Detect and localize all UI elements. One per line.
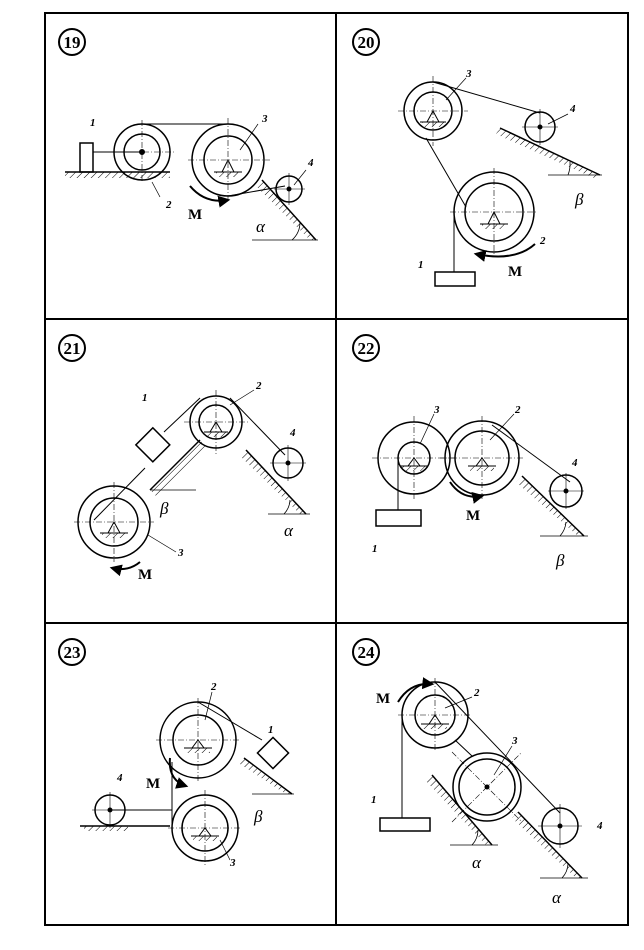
label-text: 1 xyxy=(418,259,424,271)
problem-number-badge xyxy=(58,28,86,56)
problem-number: 20 xyxy=(358,33,375,52)
wheel-2 xyxy=(450,168,538,256)
wheel-4 xyxy=(538,804,582,848)
block-1 xyxy=(375,509,422,527)
wheel-3 xyxy=(398,76,468,146)
wheel-4 xyxy=(92,792,128,828)
label-text: 3 xyxy=(229,857,236,869)
label-text: 1 xyxy=(142,392,148,404)
moment-arrow xyxy=(449,481,485,504)
moment-arrow xyxy=(473,243,536,262)
wheel-2 xyxy=(440,416,524,500)
label-text: 4 xyxy=(571,457,578,469)
block-1 xyxy=(134,426,171,463)
label-text: α xyxy=(472,853,482,872)
label-text: M xyxy=(138,567,152,583)
wheel-4 xyxy=(274,173,305,205)
label-text: 3 xyxy=(511,735,518,747)
problem-number-badge xyxy=(352,334,380,362)
label-text: 3 xyxy=(433,404,440,416)
problem-number: 22 xyxy=(358,339,375,358)
wheel-4 xyxy=(522,109,558,145)
label-text: M xyxy=(146,776,160,792)
label-text: M xyxy=(466,508,480,524)
problem-number: 24 xyxy=(358,643,376,662)
label-text: 4 xyxy=(116,772,123,784)
label-text: β xyxy=(574,190,584,209)
wheel-3 xyxy=(451,751,523,823)
label-text: 4 xyxy=(569,103,576,115)
problem-number: 21 xyxy=(64,339,81,358)
problem-20: 20 xyxy=(352,28,602,287)
wheel-3 xyxy=(74,482,154,562)
label-text: M xyxy=(508,264,522,280)
problem-number-badge xyxy=(352,638,380,666)
moment-arrow xyxy=(397,677,435,703)
wheel-4 xyxy=(548,473,584,509)
label-text: β xyxy=(253,807,263,826)
problem-19: 19 xyxy=(58,28,318,241)
label-text: 4 xyxy=(307,157,314,169)
label-text: α xyxy=(552,888,562,907)
block-1 xyxy=(434,271,476,287)
problem-23: 23 xyxy=(58,638,294,869)
label-text: 2 xyxy=(210,681,217,693)
label-text: 1 xyxy=(268,724,274,736)
label-text: 2 xyxy=(473,687,480,699)
label-text: β xyxy=(159,499,169,518)
grid-frame xyxy=(44,12,629,926)
wheel-3 xyxy=(168,790,242,866)
moment-arrow xyxy=(189,185,231,208)
label-text: 2 xyxy=(165,199,172,211)
problem-number-badge xyxy=(58,638,86,666)
wheel-2 xyxy=(156,698,240,782)
label-text: M xyxy=(188,207,202,223)
label-text: 3 xyxy=(177,547,184,559)
moment-arrow xyxy=(109,561,141,577)
block-1 xyxy=(256,736,290,770)
label-text: M xyxy=(376,691,390,707)
problem-22: 22 xyxy=(352,334,588,570)
label-text: 1 xyxy=(371,794,377,806)
label-text: 3 xyxy=(261,113,268,125)
label-text: α xyxy=(256,217,266,236)
problem-number-badge xyxy=(58,334,86,362)
problem-number: 19 xyxy=(64,33,81,52)
problem-number: 23 xyxy=(64,643,81,662)
label-text: α xyxy=(284,521,294,540)
block-1 xyxy=(379,817,431,832)
problem-24: 24 xyxy=(352,638,603,907)
wheel-4 xyxy=(270,445,306,481)
problem-number-badge xyxy=(352,28,380,56)
moment-arrow xyxy=(168,757,189,789)
label-text: 1 xyxy=(372,543,378,555)
label-text: 1 xyxy=(90,117,96,129)
label-text: 3 xyxy=(465,68,472,80)
label-text: 4 xyxy=(596,820,603,832)
problem-21: 21 xyxy=(58,334,310,583)
block-1 xyxy=(79,142,94,173)
label-text: 2 xyxy=(514,404,521,416)
label-text: β xyxy=(555,551,565,570)
wheel-2 xyxy=(184,390,248,454)
label-text: 2 xyxy=(255,380,262,392)
label-text: 2 xyxy=(539,235,546,247)
label-text: 4 xyxy=(289,427,296,439)
